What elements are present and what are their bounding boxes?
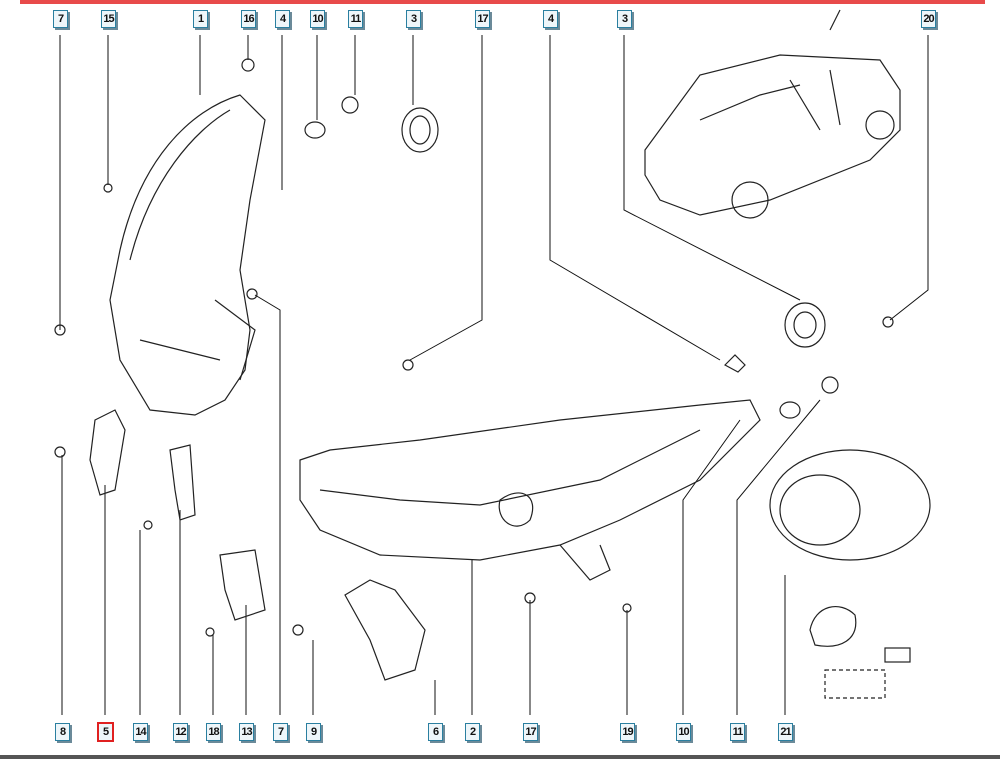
callout-label-3[interactable]: 3	[406, 10, 421, 28]
callout-label-8[interactable]: 8	[55, 723, 70, 741]
leader-lines	[59, 35, 929, 715]
callout-label-19[interactable]: 19	[620, 723, 635, 741]
callout-label-4[interactable]: 4	[543, 10, 558, 28]
bulbs-and-clips	[54, 58, 894, 637]
car-overview	[644, 9, 901, 219]
callout-label-16[interactable]: 16	[241, 10, 256, 28]
callout-label-11[interactable]: 11	[730, 723, 745, 741]
callout-label-21[interactable]: 21	[778, 723, 793, 741]
callout-label-10[interactable]: 10	[310, 10, 325, 28]
header-accent-bar	[20, 0, 985, 4]
callout-label-5-selected[interactable]: 5	[97, 722, 114, 742]
callout-label-1[interactable]: 1	[193, 10, 208, 28]
callout-label-7[interactable]: 7	[273, 723, 288, 741]
callout-label-3[interactable]: 3	[617, 10, 632, 28]
right-headlight-main	[299, 399, 761, 581]
footer-bar	[0, 755, 1000, 759]
callout-label-9[interactable]: 9	[306, 723, 321, 741]
callout-label-12[interactable]: 12	[173, 723, 188, 741]
callout-label-15[interactable]: 15	[101, 10, 116, 28]
callout-label-7[interactable]: 7	[53, 10, 68, 28]
callout-label-20[interactable]: 20	[921, 10, 936, 28]
callout-label-2[interactable]: 2	[465, 723, 480, 741]
callout-label-18[interactable]: 18	[206, 723, 221, 741]
brackets	[89, 409, 426, 681]
callout-label-17[interactable]: 17	[475, 10, 490, 28]
callout-label-11[interactable]: 11	[348, 10, 363, 28]
callout-label-10[interactable]: 10	[676, 723, 691, 741]
callout-label-14[interactable]: 14	[133, 723, 148, 741]
left-headlight-side-view	[109, 94, 266, 416]
callout-label-4[interactable]: 4	[275, 10, 290, 28]
callout-label-6[interactable]: 6	[428, 723, 443, 741]
bulb-box	[769, 449, 931, 699]
callout-label-13[interactable]: 13	[239, 723, 254, 741]
callout-label-17[interactable]: 17	[523, 723, 538, 741]
